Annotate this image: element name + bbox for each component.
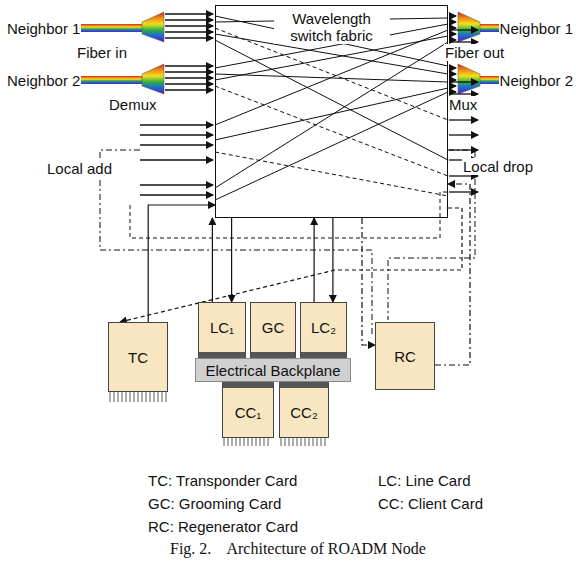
connector: [435, 184, 470, 365]
client-card: CC₁: [222, 382, 274, 438]
connector: [362, 218, 375, 345]
text-label: Neighbor 2: [6, 72, 81, 89]
text-label: Fiber in: [76, 44, 128, 61]
node-label: RC: [394, 348, 416, 365]
connector: [231, 218, 232, 302]
node-label: TC: [128, 349, 148, 366]
client-card: CC₂: [279, 382, 329, 438]
text-label: Neighbor 2: [499, 72, 574, 89]
connector: [332, 218, 333, 302]
text-label: GC: Grooming Card: [148, 495, 281, 512]
node-label: CC₂: [290, 404, 318, 421]
node-label: Wavelength switch fabric: [274, 10, 390, 44]
transponder-card: TC: [108, 322, 168, 392]
text-label: RC: Regenerator Card: [148, 518, 298, 535]
grooming-card: GC: [250, 302, 296, 358]
connector: [314, 218, 315, 302]
text-label: CC: Client Card: [378, 495, 483, 512]
text-label: Mux: [448, 96, 478, 113]
line-card: LC₂: [300, 302, 347, 358]
node-label: LC₁: [210, 319, 234, 336]
text-label: Neighbor 1: [499, 20, 574, 37]
text-label: TC: Transponder Card: [148, 472, 297, 489]
backplane-band: Electrical Backplane: [195, 358, 351, 382]
node-label: CC₁: [235, 404, 262, 421]
text-label: Fiber out: [444, 44, 505, 61]
text-label: LC: Line Card: [378, 472, 471, 489]
text-label: Local drop: [462, 158, 534, 175]
switch-fabric: Wavelength switch fabric: [215, 5, 448, 218]
node-label: GC: [262, 319, 285, 336]
node-label: Electrical Backplane: [205, 362, 340, 379]
node-label: LC₂: [311, 319, 336, 336]
text-label: Local add: [46, 160, 113, 177]
connector: [212, 218, 213, 302]
line-card: LC₁: [198, 302, 246, 358]
text-label: Neighbor 1: [6, 20, 81, 37]
figure-caption: Fig. 2. Architecture of ROADM Node: [170, 540, 426, 557]
regenerator-card: RC: [375, 322, 435, 390]
text-label: Demux: [108, 96, 158, 113]
